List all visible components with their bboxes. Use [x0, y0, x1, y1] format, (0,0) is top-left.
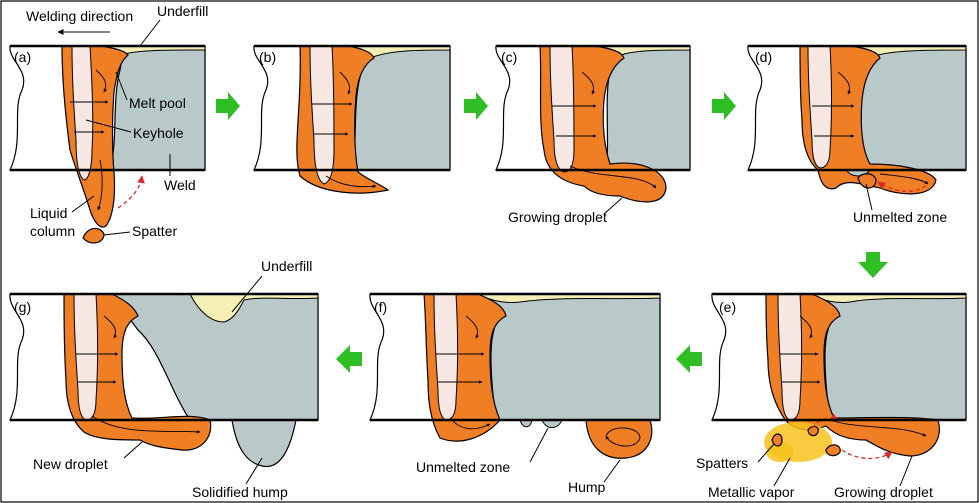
new-droplet-label: New droplet	[33, 456, 108, 472]
panel-label-f: (f)	[374, 299, 387, 315]
panel-f: (f)	[370, 294, 660, 458]
spatters-label: Spatters	[696, 455, 748, 471]
underfill-label-g: Underfill	[261, 258, 312, 274]
transition-arrow-b-c	[464, 92, 488, 120]
panel-label-b: (b)	[259, 49, 276, 65]
growing-droplet-label-e: Growing droplet	[834, 484, 933, 500]
liquid-column-label-2: column	[30, 223, 75, 239]
weld-label: Weld	[164, 177, 196, 193]
panel-c: (c)	[496, 46, 690, 202]
panel-e: (e)	[712, 294, 966, 462]
spatter-label: Spatter	[132, 223, 177, 239]
panel-d: (d)	[748, 46, 966, 194]
panel-label-d: (d)	[755, 49, 772, 65]
panel-label-g: (g)	[14, 299, 31, 315]
transition-arrow-e-f	[676, 345, 702, 373]
metallic-vapor-label: Metallic vapor	[708, 484, 795, 500]
melt-pool-label: Melt pool	[129, 95, 186, 111]
hump-label: Hump	[568, 479, 606, 495]
underfill-label-top: Underfill	[157, 3, 208, 19]
transition-arrow-f-g	[336, 345, 362, 373]
panel-b: (b)	[254, 46, 450, 193]
solidified-hump-label: Solidified hump	[192, 484, 288, 500]
unmelted-zone-label-d: Unmelted zone	[853, 209, 947, 225]
transition-arrow-c-d	[712, 92, 736, 120]
panel-label-e: (e)	[719, 299, 736, 315]
transition-arrow-a-b	[216, 92, 240, 120]
transition-arrow-d-e	[858, 252, 888, 278]
panel-label-c: (c)	[501, 49, 517, 65]
panel-label-a: (a)	[14, 49, 31, 65]
panel-g: (g)	[10, 294, 318, 467]
unmelted-zone-label-f: Unmelted zone	[416, 459, 510, 475]
welding-direction-label: Welding direction	[26, 8, 133, 24]
growing-droplet-label-c: Growing droplet	[508, 209, 607, 225]
keyhole-label: Keyhole	[133, 125, 184, 141]
liquid-column-label-1: Liquid	[30, 205, 67, 221]
